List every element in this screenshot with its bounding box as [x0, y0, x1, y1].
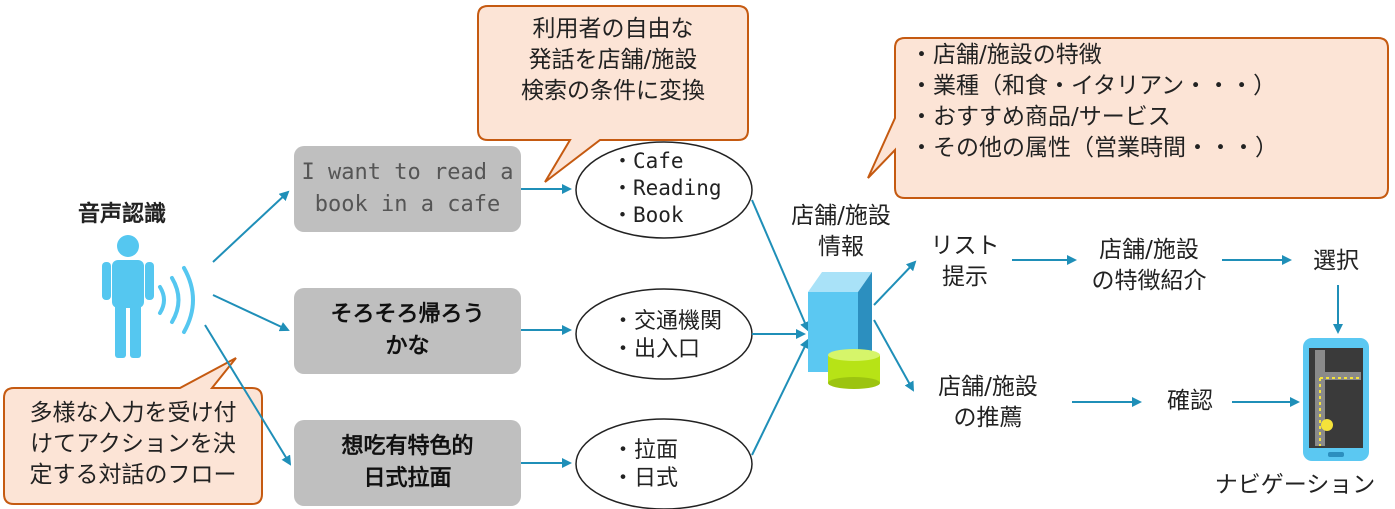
person-icon: [102, 235, 154, 358]
database-label: 店舗/施設 情報: [791, 203, 891, 260]
keywords-2: ・交通機関 ・出入口: [612, 308, 722, 364]
select-label: 選択: [1313, 248, 1359, 274]
keyword-item: ・出入口: [612, 337, 701, 362]
database-icon: [808, 272, 880, 389]
callout-top-text: 利用者の自由な 発話を店舗/施設 検索の条件に変換: [521, 16, 705, 104]
arrow-keywords-3-to-db: [751, 338, 809, 456]
arrow-keywords-1-to-db: [751, 199, 810, 332]
callout-right-text: ・店舗/施設の特徴 ・業種（和食・イタリアン・・・） ・おすすめ商品/サービス …: [910, 42, 1278, 161]
keyword-item: ・Reading: [612, 176, 722, 200]
utterance-2-line-1: そろそろ帰ろう: [330, 302, 485, 327]
list-presentation-label: リスト 提示: [930, 233, 1000, 290]
utterance-box-2: そろそろ帰ろう かな: [294, 288, 521, 374]
utterance-2-line-2: かな: [385, 334, 430, 359]
utterance-3-line-1: 想吃有特色的: [341, 434, 474, 459]
feature-intro-label: 店舗/施設 の特徴紹介: [1091, 237, 1207, 294]
keyword-item: ・交通機関: [612, 309, 723, 334]
arrow-voice-to-utterance-3: [204, 324, 292, 466]
smartphone-map-icon: [1303, 338, 1369, 461]
utterance-box-3: 想吃有特色的 日式拉面: [294, 420, 521, 506]
keyword-ellipse-1: [575, 141, 753, 239]
arrow-db-to-recommend: [873, 319, 914, 392]
utterance-1-line-1: I want to read a: [301, 160, 514, 185]
callout-left-shape: [3, 357, 263, 505]
callout-top-shape: [477, 5, 749, 183]
arrow-db-to-list: [873, 260, 917, 306]
keyword-item: ・拉面: [612, 438, 679, 463]
sound-waves-icon: [158, 266, 195, 334]
keywords-3: ・拉面 ・日式: [612, 437, 678, 493]
keyword-item: ・Cafe: [612, 149, 684, 173]
arrow-voice-to-utterance-2: [212, 294, 290, 332]
keyword-item: ・Book: [612, 203, 684, 227]
keywords-1: ・Cafe ・Reading ・Book: [612, 148, 722, 229]
arrow-voice-to-utterance-1: [212, 190, 290, 263]
navigation-label: ナビゲーション: [1214, 472, 1376, 498]
keyword-item: ・日式: [612, 466, 679, 491]
voice-recognition-title: 音声認識: [78, 202, 167, 227]
confirm-label: 確認: [1167, 388, 1213, 414]
recommend-label: 店舗/施設 の推薦: [938, 374, 1038, 431]
keyword-ellipse-3: [575, 418, 753, 509]
utterance-3-line-2: 日式拉面: [363, 466, 452, 491]
callout-right-border: [867, 37, 1389, 199]
utterance-1-line-2: book in a cafe: [314, 192, 501, 217]
utterance-box-1: I want to read a book in a cafe: [294, 146, 521, 232]
callout-left-text: 多様な入力を受け付 けてアクションを決 定する対話のフロー: [29, 400, 237, 488]
